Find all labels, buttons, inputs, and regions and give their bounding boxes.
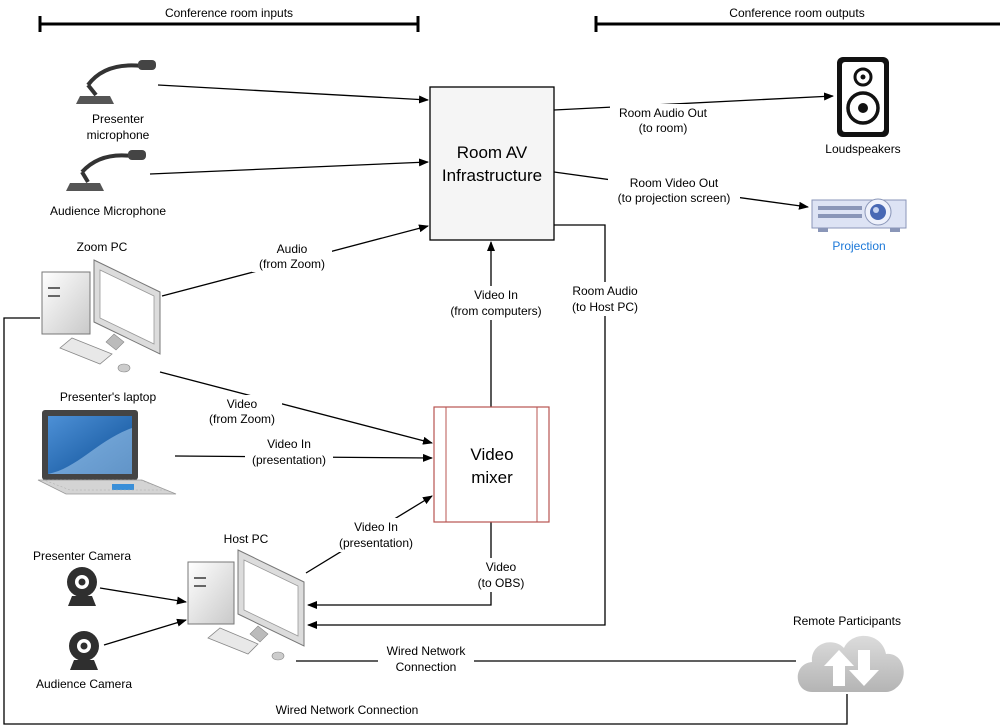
svg-text:Video In: Video In <box>474 288 518 302</box>
edge-room-av-to-loudspeakers <box>553 92 834 111</box>
cloud-upload-download-icon <box>797 635 904 692</box>
svg-text:(from computers): (from computers) <box>450 304 541 318</box>
projector-icon <box>811 198 907 232</box>
host-pc-icon <box>187 549 305 661</box>
svg-text:Video In: Video In <box>267 437 311 451</box>
remote-participants-label: Remote Participants <box>793 614 901 628</box>
svg-text:Video In: Video In <box>354 520 398 534</box>
edge-presenter-mic-to-room-av <box>157 84 429 104</box>
svg-text:(from Zoom): (from Zoom) <box>259 257 325 271</box>
edge-label-room-video-out: Room Video Out (to projection screen) <box>608 174 740 206</box>
svg-text:Audio: Audio <box>277 242 308 256</box>
presenters-laptop-label: Presenter's laptop <box>60 390 157 404</box>
edge-label-video-from-zoom: Video (from Zoom) <box>202 395 282 427</box>
svg-text:Room Video Out: Room Video Out <box>630 176 719 190</box>
edge-label-video-in-from-computers: Video In (from computers) <box>442 286 550 320</box>
svg-text:Video: Video <box>470 445 513 464</box>
edge-label-wired-network-bottom: Wired Network Connection <box>262 701 432 718</box>
edge-label-video-to-obs: Video (to OBS) <box>470 558 532 592</box>
outputs-header-label: Conference room outputs <box>729 6 864 20</box>
audience-camera-icon <box>69 631 99 670</box>
svg-text:(from Zoom): (from Zoom) <box>209 412 275 426</box>
svg-text:Video: Video <box>227 397 258 411</box>
audience-microphone-icon <box>66 150 146 191</box>
edge-label-video-in-presentation-laptop: Video In (presentation) <box>245 435 333 469</box>
loudspeakers-label: Loudspeakers <box>825 142 900 156</box>
zoom-pc-icon <box>41 259 161 373</box>
edge-audience-cam-to-host-pc <box>103 618 187 646</box>
edge-mixer-video-to-host-pc <box>307 522 492 609</box>
loudspeakers-icon <box>837 57 889 137</box>
zoom-pc-label: Zoom PC <box>77 240 128 254</box>
svg-text:Room AV: Room AV <box>457 143 528 162</box>
svg-text:(presentation): (presentation) <box>252 453 326 467</box>
inputs-header-label: Conference room inputs <box>165 6 293 20</box>
svg-text:Wired Network Connection: Wired Network Connection <box>276 703 419 717</box>
presenter-microphone-label-2: microphone <box>87 128 150 142</box>
edge-label-video-in-presentation-host: Video In (presentation) <box>332 518 420 552</box>
svg-text:Infrastructure: Infrastructure <box>442 166 542 185</box>
svg-text:(presentation): (presentation) <box>339 536 413 550</box>
presenter-microphone-label: Presenter <box>92 112 144 126</box>
edge-audience-mic-to-room-av <box>149 158 429 175</box>
svg-text:mixer: mixer <box>471 468 513 487</box>
room-av-infrastructure-box: Room AV Infrastructure <box>429 86 555 241</box>
laptop-icon <box>37 410 177 495</box>
svg-text:Room Audio: Room Audio <box>572 284 638 298</box>
projection-label: Projection <box>832 239 885 253</box>
outputs-header: Conference room outputs <box>594 4 1000 32</box>
svg-text:Connection: Connection <box>396 660 457 674</box>
svg-text:Wired Network: Wired Network <box>387 644 467 658</box>
svg-text:Video: Video <box>486 560 517 574</box>
edge-room-av-audio-to-host-pc <box>307 224 606 629</box>
connections <box>3 84 848 725</box>
edge-label-wired-network-host: Wired Network Connection <box>378 642 474 676</box>
edge-zoom-pc-network <box>3 317 848 725</box>
edge-label-audio-from-zoom: Audio (from Zoom) <box>252 240 332 272</box>
audience-camera-label: Audience Camera <box>36 677 132 691</box>
presenter-camera-label: Presenter Camera <box>33 549 131 563</box>
svg-text:(to OBS): (to OBS) <box>478 576 525 590</box>
video-mixer-box: Video mixer <box>433 406 550 523</box>
host-pc-label: Host PC <box>224 532 269 546</box>
presenter-camera-icon <box>67 567 97 606</box>
svg-text:(to Host PC): (to Host PC) <box>572 300 638 314</box>
svg-text:(to room): (to room) <box>639 121 688 135</box>
audience-microphone-label: Audience Microphone <box>50 204 166 218</box>
edge-zoom-pc-video-to-mixer <box>159 371 433 445</box>
edge-presenter-cam-to-host-pc <box>99 587 187 605</box>
svg-text:(to projection screen): (to projection screen) <box>618 191 731 205</box>
presenter-microphone-icon <box>76 60 156 104</box>
svg-text:Room Audio Out: Room Audio Out <box>619 106 708 120</box>
edge-label-room-audio-to-host: Room Audio (to Host PC) <box>566 282 644 316</box>
edge-label-room-audio-out: Room Audio Out (to room) <box>610 104 716 136</box>
inputs-header: Conference room inputs <box>38 4 420 32</box>
